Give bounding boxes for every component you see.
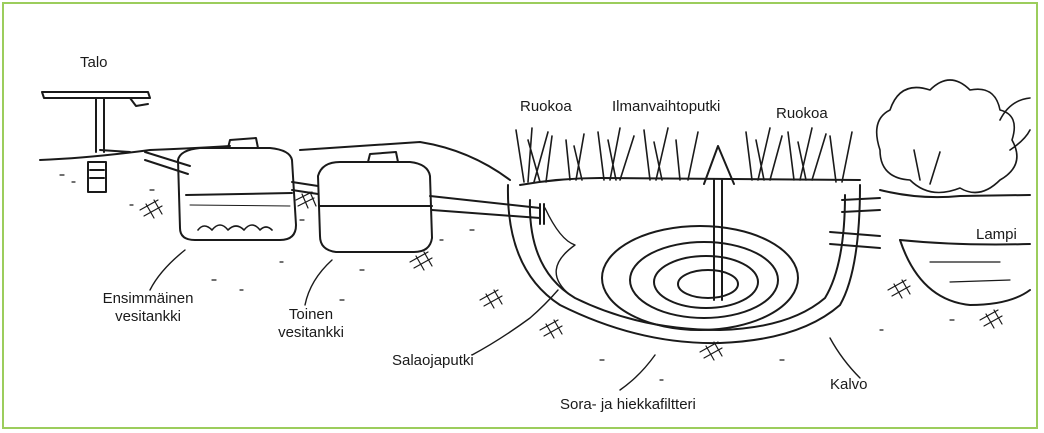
label-ruokoa-right: Ruokoa	[776, 105, 828, 123]
pond	[900, 240, 1030, 305]
leader-kalvo	[830, 338, 860, 378]
reeds-left	[516, 128, 698, 182]
leader-first-tank	[150, 250, 185, 290]
reeds-right	[746, 128, 852, 182]
first-water-tank	[178, 138, 296, 240]
label-salaojaputki: Salaojaputki	[392, 352, 474, 370]
pond-pipe	[830, 198, 880, 248]
label-ruokoa-left: Ruokoa	[520, 98, 572, 116]
label-toinen-line2: vesitankki	[266, 324, 356, 342]
label-ensimmainen-line2: vesitankki	[88, 308, 208, 326]
leader-salaoja	[472, 290, 558, 355]
ventilation-pipe	[704, 146, 734, 300]
outlet-pipe	[430, 196, 540, 218]
label-ensimmainen-line1: Ensimmäinen	[88, 290, 208, 308]
bushes	[877, 80, 1030, 193]
label-sora-hiekkafiltteri: Sora- ja hiekkafiltteri	[560, 396, 696, 414]
leader-sora	[620, 355, 655, 390]
label-toinen-line1: Toinen	[266, 306, 356, 324]
label-lampi: Lampi	[976, 226, 1017, 244]
label-toinen-vesitankki: Toinen vesitankki	[266, 306, 356, 342]
house-icon	[42, 92, 150, 192]
filter-basin	[508, 185, 860, 343]
label-ilmanvaihtoputki: Ilmanvaihtoputki	[612, 98, 720, 116]
label-kalvo: Kalvo	[830, 376, 868, 394]
label-talo: Talo	[80, 54, 108, 72]
second-water-tank	[318, 152, 432, 252]
label-ensimmainen-vesitankki: Ensimmäinen vesitankki	[88, 290, 208, 326]
leader-second-tank	[305, 260, 332, 305]
connecting-pipe	[292, 182, 318, 194]
